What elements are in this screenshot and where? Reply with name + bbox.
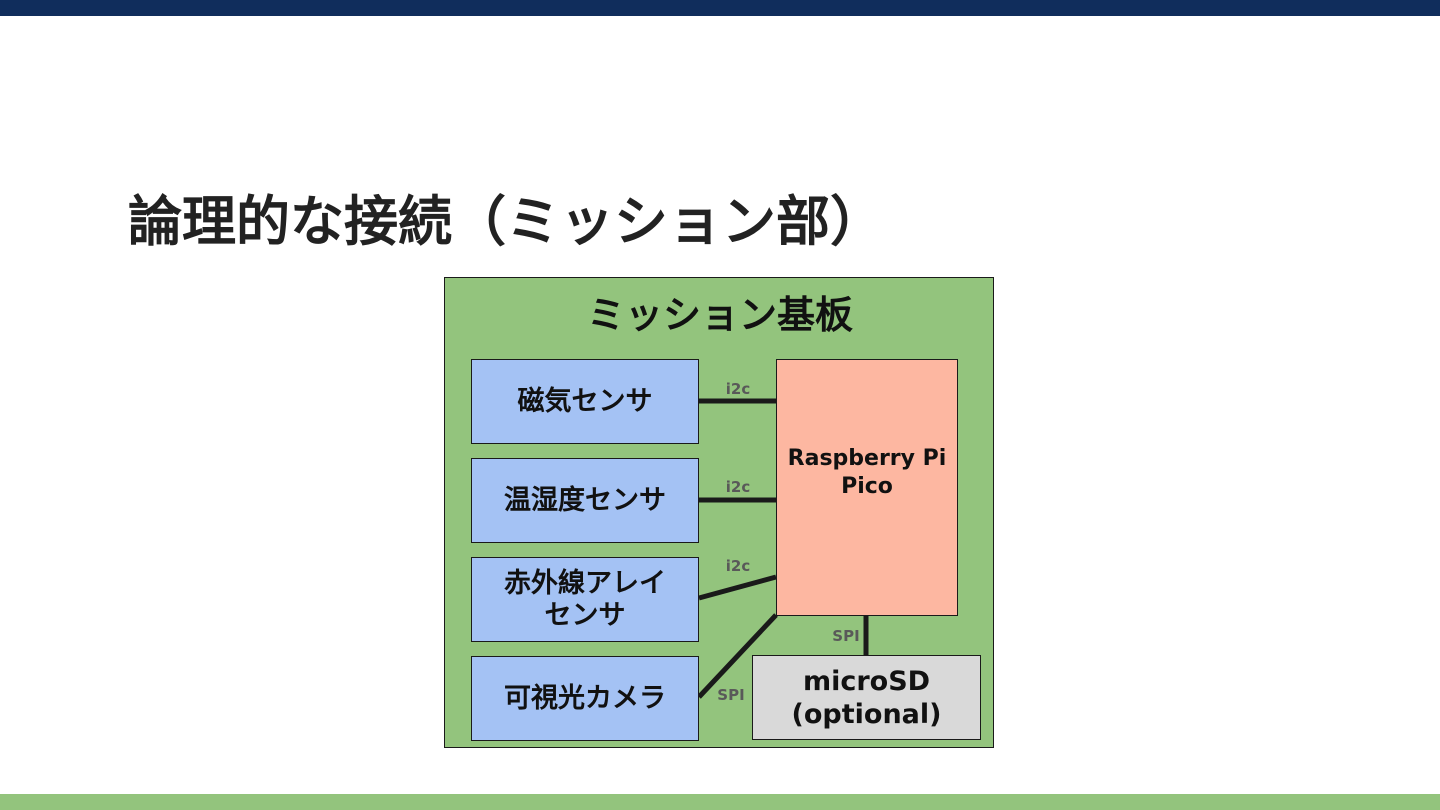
board-title: ミッション基板 xyxy=(586,293,853,337)
microsd-label: microSD (optional) xyxy=(791,665,942,730)
wire-label-camera: SPI xyxy=(717,686,745,704)
magnetic-sensor-box: 磁気センサ xyxy=(471,359,699,444)
raspberry-pi-pico-box: Raspberry Pi Pico xyxy=(776,359,958,616)
raspberry-pi-pico-label: Raspberry Pi Pico xyxy=(787,446,947,499)
wire-ir-array-sensor xyxy=(698,574,777,601)
wire-camera xyxy=(697,613,778,699)
top-accent-bar xyxy=(0,0,1440,16)
bottom-accent-bar xyxy=(0,794,1440,810)
microsd-box: microSD (optional) xyxy=(752,655,981,740)
magnetic-sensor-label: 磁気センサ xyxy=(517,385,653,417)
ir-array-sensor-label: 赤外線アレイ センサ xyxy=(504,567,666,631)
slide-title: 論理的な接続（ミッション部） xyxy=(128,190,884,253)
wire-label-humidity: i2c xyxy=(725,478,751,496)
wire-label-ir-array: i2c xyxy=(725,557,751,575)
humidity-sensor-label: 温湿度センサ xyxy=(504,484,666,516)
ir-array-sensor-box: 赤外線アレイ センサ xyxy=(471,557,699,642)
wire-label-magnetic: i2c xyxy=(725,380,751,398)
humidity-sensor-box: 温湿度センサ xyxy=(471,458,699,543)
wire-label-microsd: SPI xyxy=(832,627,860,645)
camera-box: 可視光カメラ xyxy=(471,656,699,741)
camera-label: 可視光カメラ xyxy=(504,682,666,714)
